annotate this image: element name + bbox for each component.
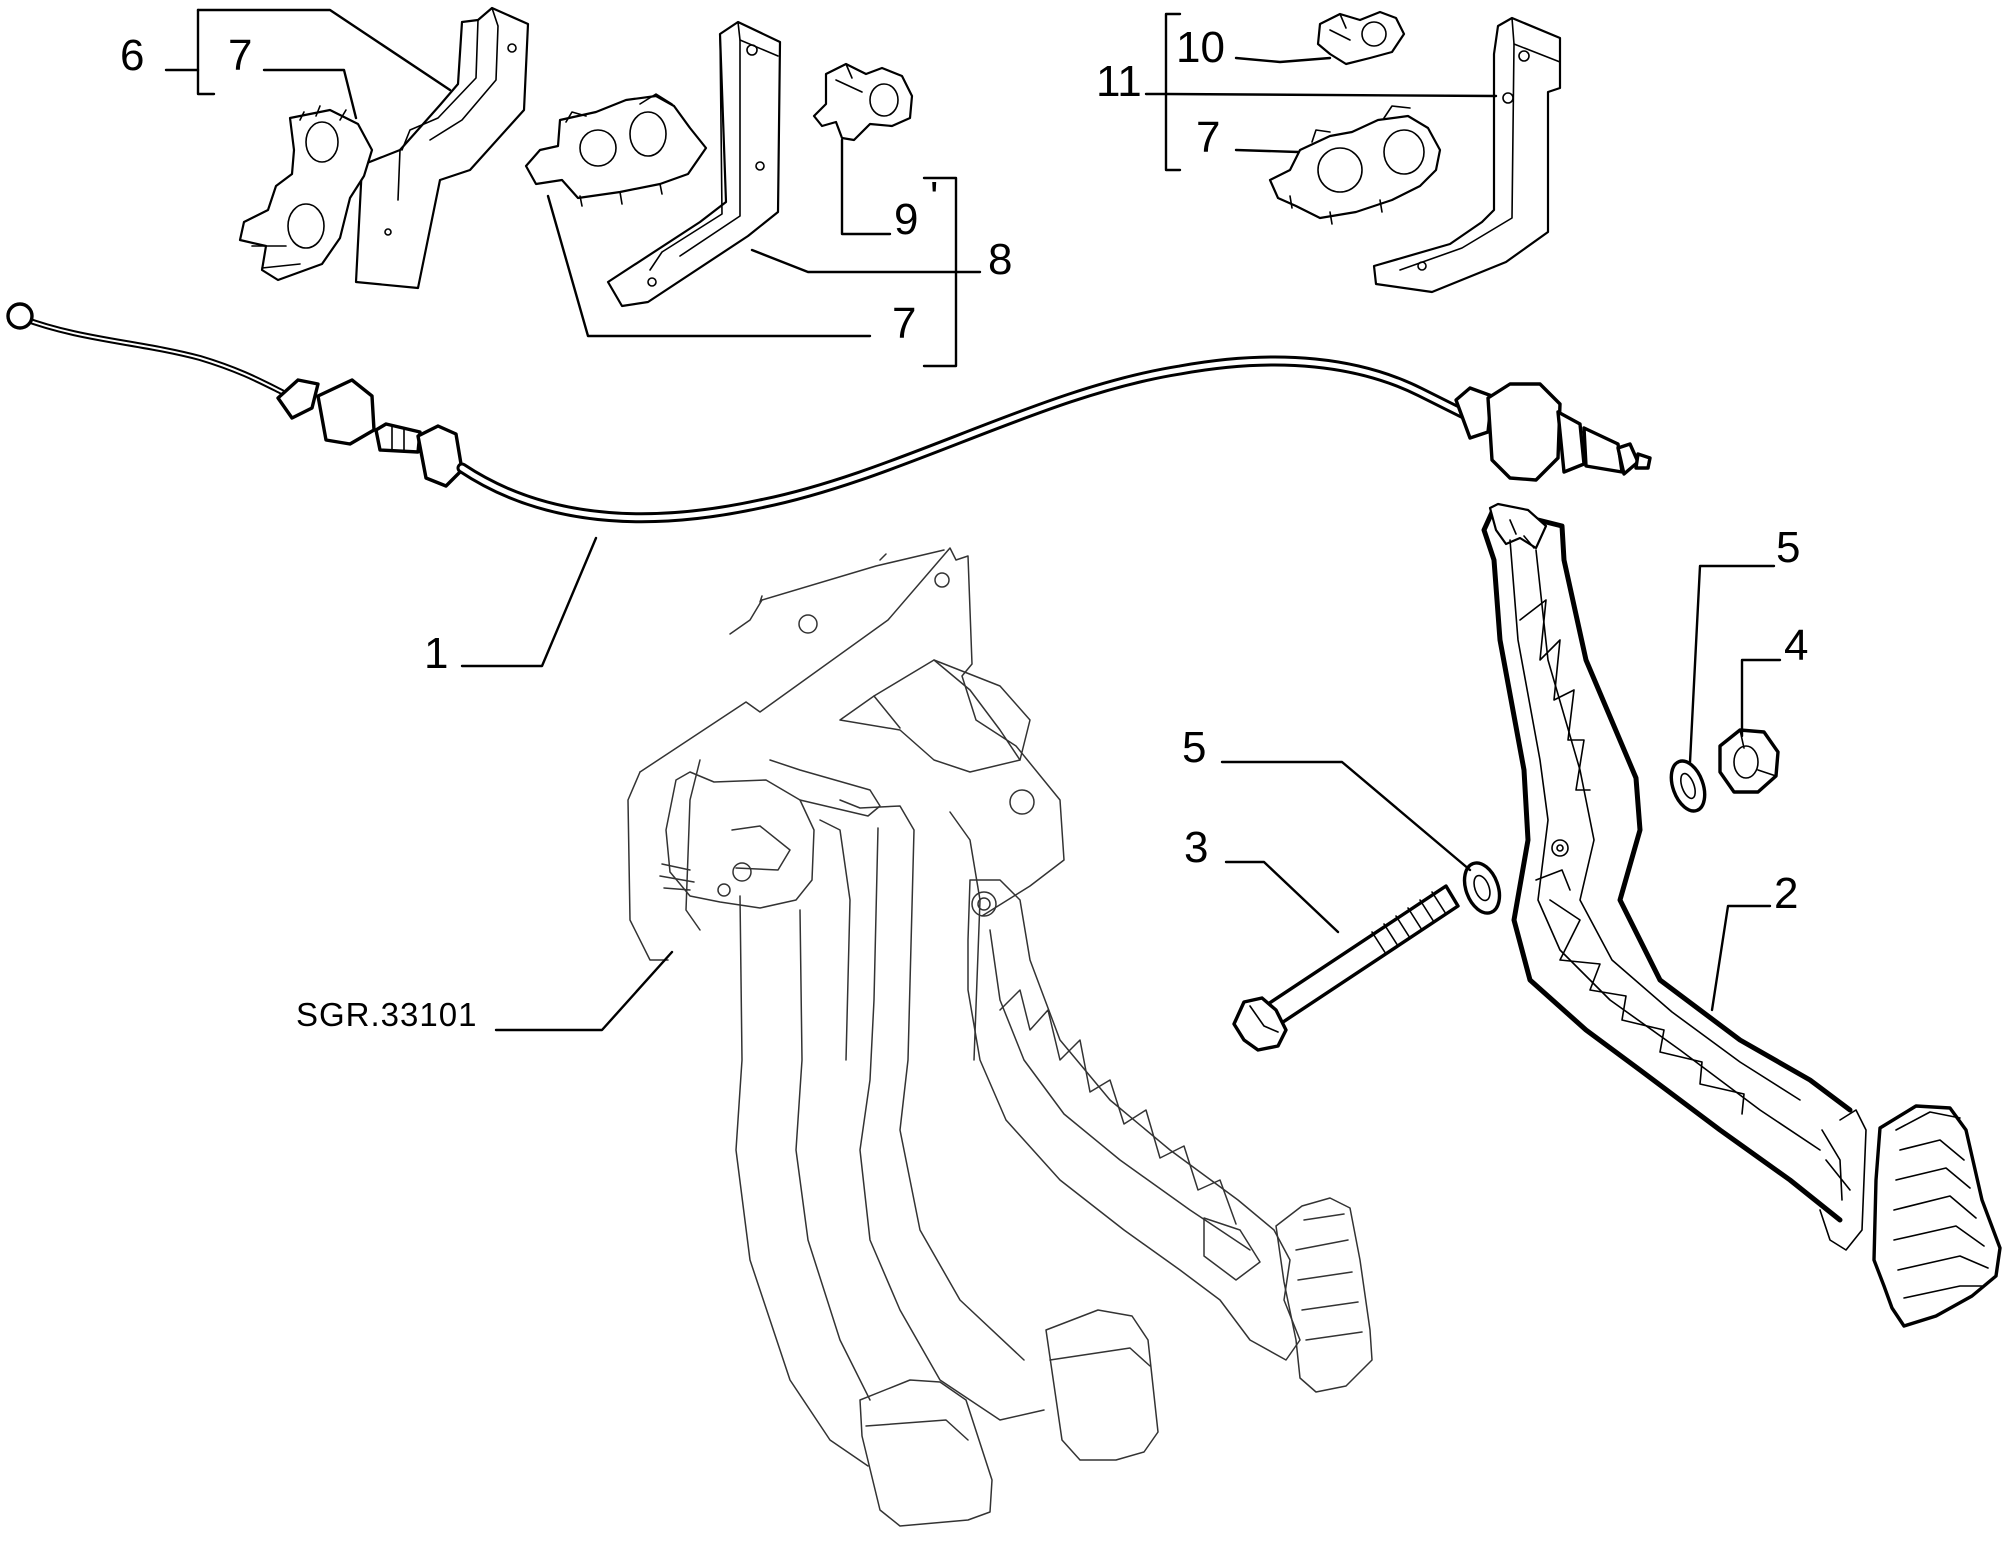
callout-5-lower: 5 (1182, 723, 1206, 772)
callout-1: 1 (424, 629, 448, 678)
callout-5-upper: 5 (1776, 523, 1800, 572)
callout-11: 11 (1096, 57, 1142, 106)
callout-6: 6 (120, 31, 144, 80)
pedal-box-assembly (627, 547, 1373, 1527)
callout-8: 8 (988, 235, 1012, 284)
bolt-3 (1232, 884, 1460, 1052)
callout-7-right: 7 (1196, 113, 1220, 162)
callout-10: 10 (1176, 23, 1225, 72)
callout-4: 4 (1784, 621, 1808, 670)
accelerator-pedal-2 (1481, 502, 2002, 1328)
bracket-assembly-6 (238, 6, 530, 290)
callout-labels: 6 7 7 8 9 ' 10 11 7 1 2 3 4 5 5 SGR.3310… (120, 23, 1808, 1033)
washer-5-lower (1462, 861, 1502, 915)
callout-9: 9 (894, 195, 918, 244)
bracket-assembly-11 (1268, 10, 1562, 294)
callout-9-mark: ' (930, 173, 938, 222)
bracket-assembly-8 (524, 20, 914, 308)
callout-7-middle: 7 (892, 299, 916, 348)
callout-2: 2 (1774, 869, 1798, 918)
washer-5-upper (1669, 759, 1707, 813)
callout-7-top-left: 7 (228, 31, 252, 80)
nut-4 (1718, 728, 1780, 794)
leader-lines (164, 8, 1782, 1032)
accelerator-cable (6, 302, 1652, 524)
callout-3: 3 (1184, 823, 1208, 872)
reference-code: SGR.33101 (296, 996, 477, 1033)
